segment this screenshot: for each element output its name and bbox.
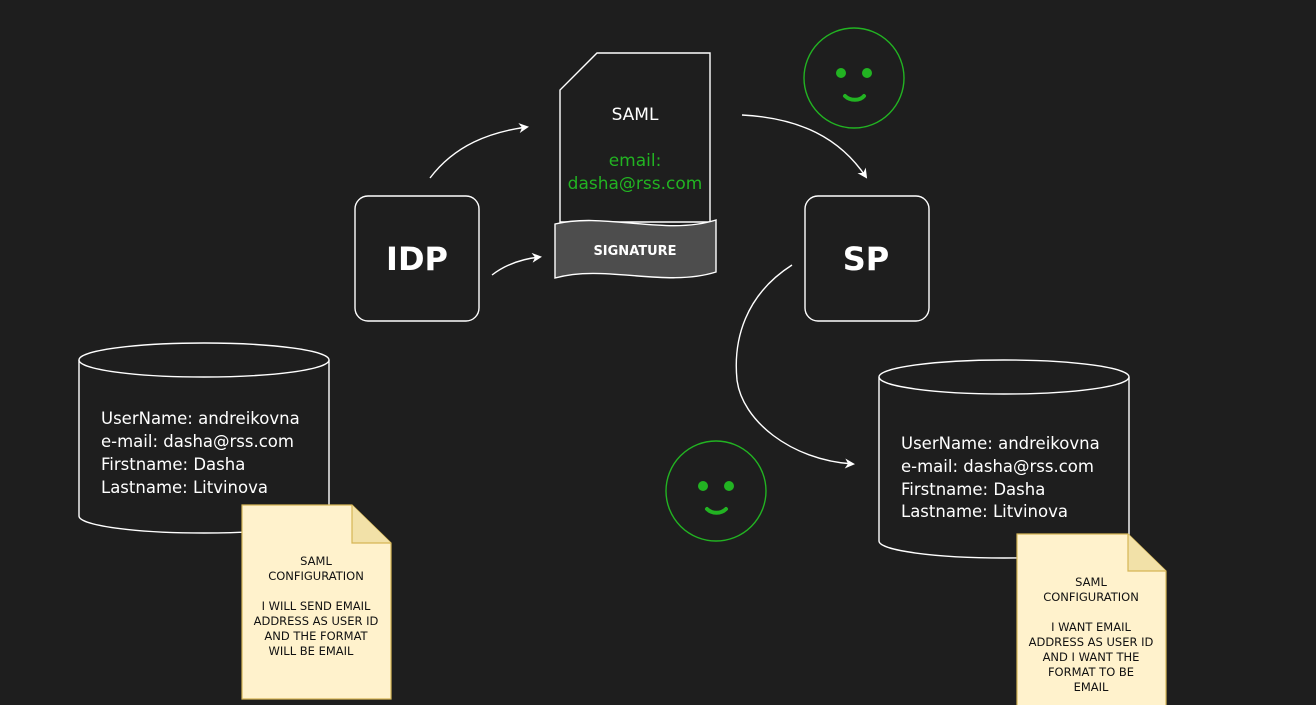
idp-note-line: CONFIGURATION: [268, 569, 364, 583]
sp-note-line: CONFIGURATION: [1043, 590, 1139, 604]
saml-doc-email-label: email:: [609, 151, 662, 171]
sp-db-line: UserName: andreikovna: [901, 434, 1100, 453]
signature-banner: SIGNATURE: [554, 219, 717, 279]
arrow-idp-to-saml-upper: [429, 123, 529, 179]
idp-db-line: Lastname: Litvinova: [101, 478, 268, 497]
idp-config-note: SAML CONFIGURATION I WILL SEND EMAIL ADD…: [241, 504, 392, 700]
sp-note-line: ADDRESS AS USER ID: [1029, 635, 1154, 649]
smiley-face-icon: [803, 27, 905, 129]
sp-db-line: e-mail: dasha@rss.com: [901, 457, 1094, 476]
sp-config-note: SAML CONFIGURATION I WANT EMAIL ADDRESS …: [1016, 533, 1167, 705]
idp-box: IDP: [354, 195, 480, 322]
saml-document: SAML email: dasha@rss.com: [559, 52, 711, 223]
idp-note-line: AND THE FORMAT: [264, 629, 368, 643]
idp-note-line: WILL BE EMAIL: [269, 644, 354, 658]
sp-box: SP: [804, 195, 930, 322]
idp-db-line: UserName: andreikovna: [101, 409, 300, 428]
idp-note-line: ADDRESS AS USER ID: [254, 614, 379, 628]
signature-label: SIGNATURE: [593, 244, 676, 259]
sp-label: SP: [843, 240, 890, 278]
idp-db-line: Firstname: Dasha: [101, 455, 245, 474]
sp-db-line: Lastname: Litvinova: [901, 502, 1068, 521]
saml-doc-email-value: dasha@rss.com: [568, 174, 703, 194]
idp-db-line: e-mail: dasha@rss.com: [101, 432, 294, 451]
sp-db-line: Firstname: Dasha: [901, 480, 1045, 499]
sp-note-line: FORMAT TO BE: [1048, 665, 1134, 679]
arrow-saml-to-sp: [741, 114, 868, 179]
arrow-sp-to-db: [735, 264, 855, 469]
smiley-face-icon: [665, 440, 767, 542]
idp-database: UserName: andreikovna e-mail: dasha@rss.…: [78, 342, 330, 534]
idp-label: IDP: [386, 240, 448, 278]
arrow-idp-to-saml-lower: [491, 252, 542, 276]
sp-note-line: I WANT EMAIL: [1051, 620, 1131, 634]
sp-note-line: SAML: [1075, 575, 1107, 589]
sp-note-line: AND I WANT THE: [1043, 650, 1140, 664]
idp-note-line: I WILL SEND EMAIL: [262, 599, 371, 613]
sp-database: UserName: andreikovna e-mail: dasha@rss.…: [878, 359, 1130, 559]
saml-doc-title: SAML: [612, 105, 659, 125]
idp-note-line: SAML: [300, 554, 332, 568]
sp-note-line: EMAIL: [1074, 680, 1109, 694]
